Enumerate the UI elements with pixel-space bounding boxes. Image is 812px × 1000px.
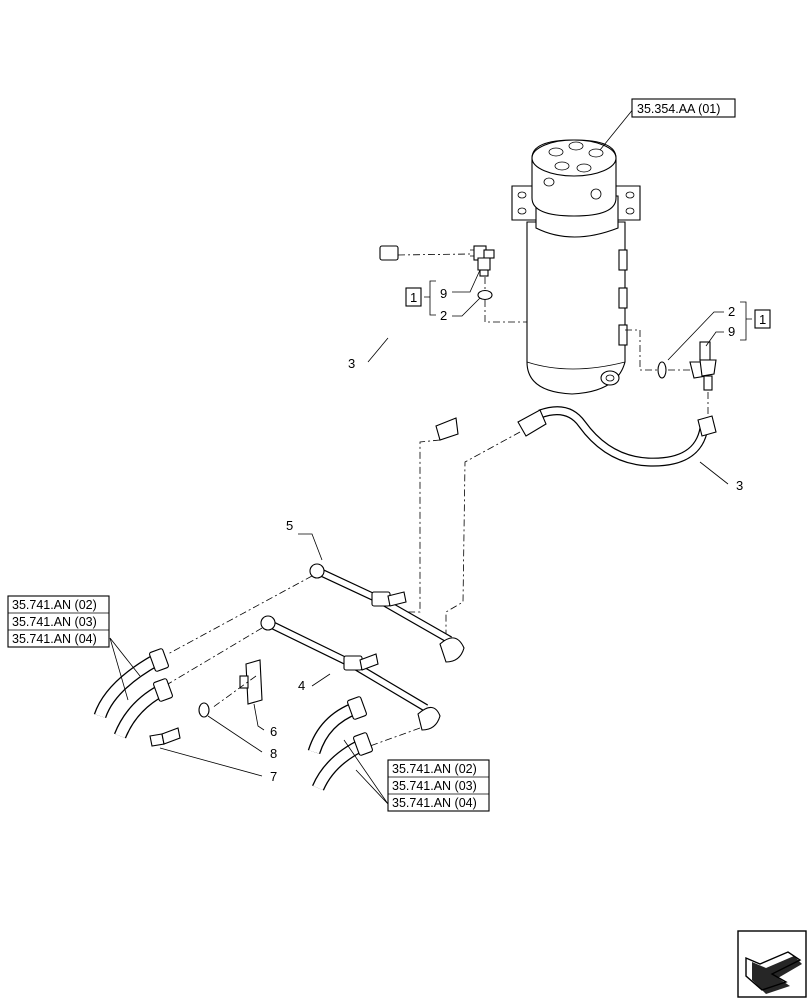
- callout-hose-left: 3: [348, 356, 355, 371]
- swivel-reference-label: 35.354.AA (01): [637, 102, 720, 116]
- callout-tube-upper: 5: [286, 518, 293, 533]
- svg-text:1: 1: [759, 312, 766, 327]
- oring-left: [477, 289, 493, 301]
- external-hoses-left: [93, 648, 173, 739]
- ref-left-03: 35.741.AN (03): [12, 615, 97, 629]
- ref-lower-04: 35.741.AN (04): [392, 796, 477, 810]
- washer: [198, 702, 210, 718]
- arrow-icon: [737, 930, 807, 998]
- oring-right: [657, 361, 667, 379]
- hose-left: [348, 245, 462, 441]
- note-marker-right: 1 2 9: [667, 301, 771, 361]
- ref-left-04: 35.741.AN (04): [12, 632, 97, 646]
- reference-group-left: 35.741.AN (02) 35.741.AN (03) 35.741.AN …: [7, 595, 110, 648]
- note-marker-left: 1 9 2: [405, 269, 481, 323]
- callout-oring-right: 2: [728, 304, 735, 319]
- callout-fitting-left: 9: [440, 286, 447, 301]
- callout-fitting-right: 9: [728, 324, 735, 339]
- clamp: [239, 659, 263, 705]
- swivel-reference-box: 35.354.AA (01): [631, 98, 736, 118]
- callout-clamp: 6: [270, 724, 277, 739]
- ref-left-02: 35.741.AN (02): [12, 598, 97, 612]
- svg-text:1: 1: [410, 290, 417, 305]
- tube-lower: [260, 615, 441, 731]
- callout-oring-left: 2: [440, 308, 447, 323]
- callout-bolt: 7: [270, 769, 277, 784]
- tube-upper: [309, 563, 465, 663]
- fitting-right: [689, 341, 717, 391]
- callout-hose-right: 3: [736, 478, 743, 493]
- hose-right: [517, 406, 717, 467]
- reference-group-lower: 35.741.AN (02) 35.741.AN (03) 35.741.AN …: [387, 759, 490, 812]
- callout-tube-lower: 4: [298, 678, 305, 693]
- swivel-joint: [511, 139, 641, 395]
- bolt: [149, 727, 181, 747]
- callout-washer: 8: [270, 746, 277, 761]
- external-hoses-lower: [307, 696, 373, 791]
- ref-lower-03: 35.741.AN (03): [392, 779, 477, 793]
- ref-lower-02: 35.741.AN (02): [392, 762, 477, 776]
- fitting-left: [470, 245, 495, 277]
